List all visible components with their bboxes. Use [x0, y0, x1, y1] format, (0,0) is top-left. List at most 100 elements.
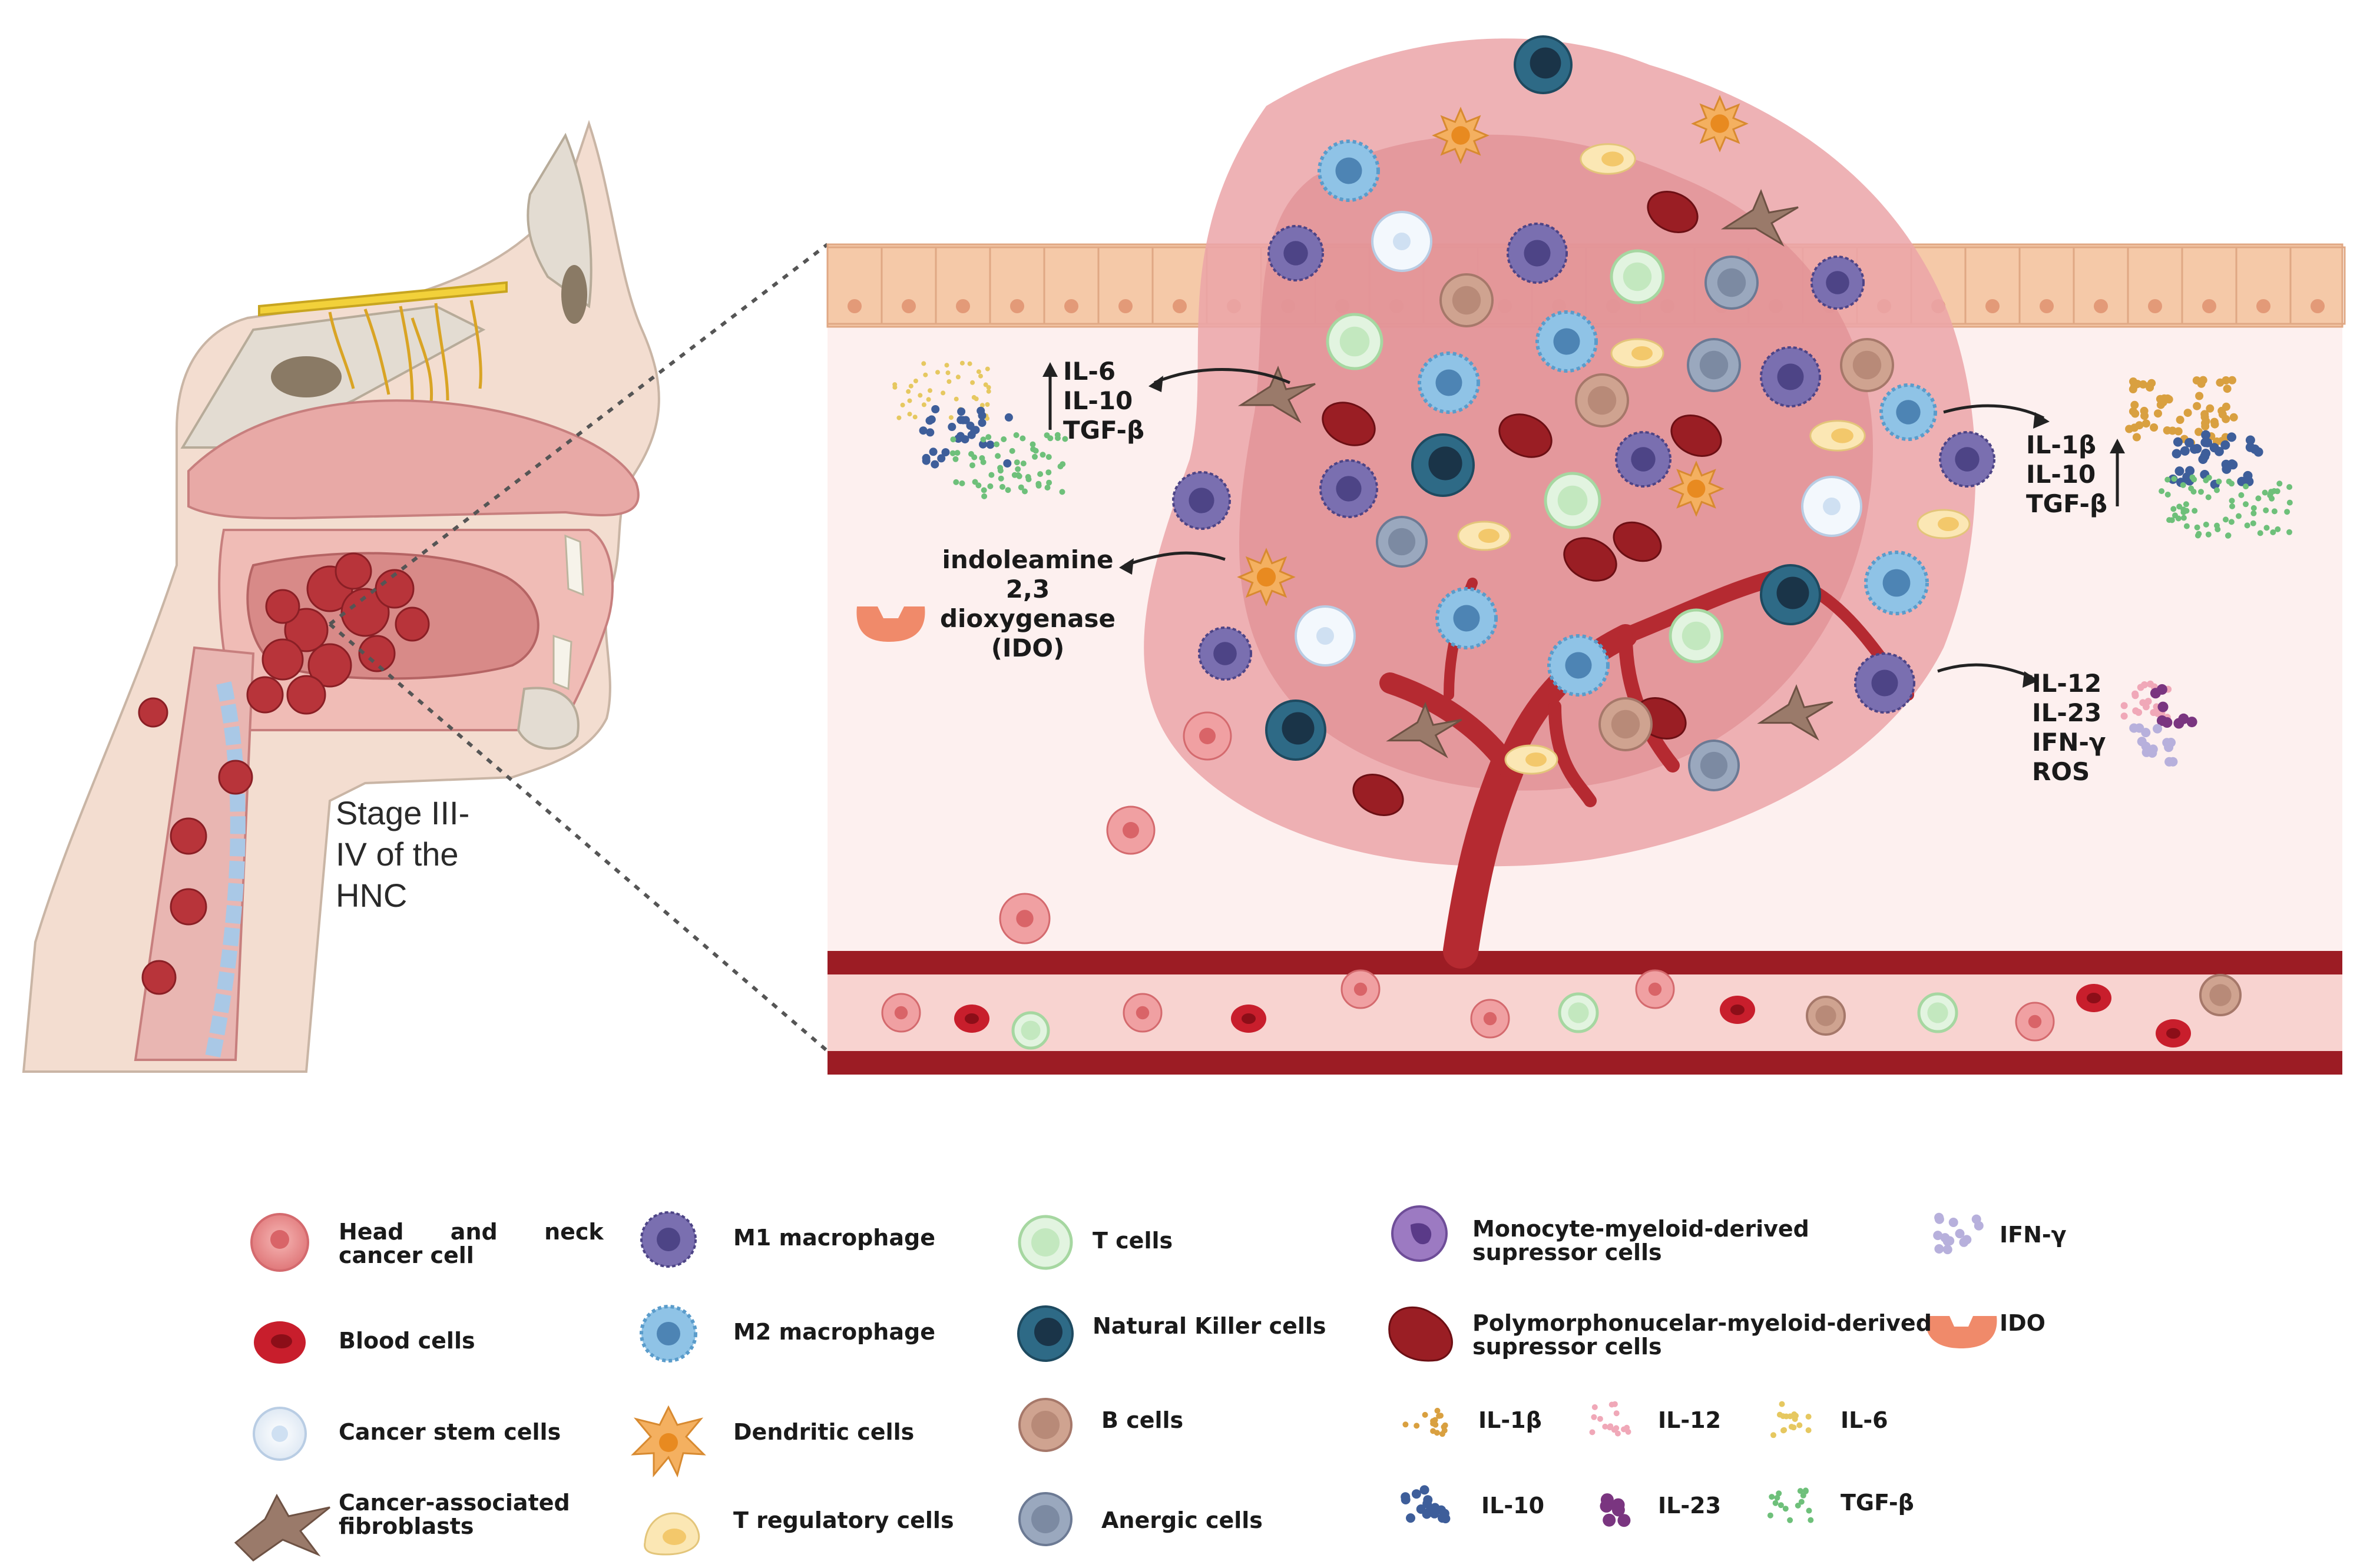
- pmn-cell: [1563, 537, 1617, 582]
- cytokine-dot: [908, 383, 913, 389]
- cytokine-dot: [950, 436, 956, 443]
- nucleus: [894, 1006, 908, 1020]
- rbc-cell: [1720, 996, 1755, 1024]
- nucleus: [1631, 346, 1653, 360]
- cytokine-dot: [2190, 489, 2197, 495]
- m1-cell: [1939, 431, 1995, 488]
- nucleus: [2028, 1015, 2042, 1029]
- nucleus: [1478, 529, 1500, 543]
- cytokine-dot: [2268, 490, 2274, 497]
- cytokine-dot: [946, 379, 952, 384]
- cytokine-dot: [978, 373, 983, 379]
- t-cell: [1544, 472, 1601, 529]
- b-cell: [2199, 974, 2242, 1016]
- cytokine-dot: [2185, 466, 2195, 476]
- b-cell-icon: [1018, 1398, 1073, 1452]
- m1-macrophage-icon: [640, 1211, 697, 1268]
- cytokine-dot: [959, 416, 968, 425]
- nucleus: [1553, 328, 1580, 355]
- b-cell: [1439, 273, 1494, 327]
- cytokine-dot: [1600, 1499, 1613, 1513]
- stage-label-line: HNC: [336, 877, 407, 914]
- cytokine-dot: [2263, 507, 2269, 513]
- cytokine-dot: [2180, 482, 2186, 488]
- cytokine-dot: [1955, 1229, 1965, 1239]
- cytokine-dot: [2176, 503, 2183, 510]
- nucleus: [1699, 350, 1729, 380]
- cancer-cell: [1470, 999, 1510, 1039]
- cytokine-dot: [2286, 529, 2292, 535]
- cytokine-dot: [2139, 380, 2147, 389]
- cytokine-dot: [2205, 494, 2212, 500]
- cytokine-dot: [2141, 681, 2148, 688]
- cytokine-dot: [1419, 1485, 1429, 1495]
- cytokine-dot: [2192, 508, 2198, 514]
- cytokine-dot: [1045, 454, 1052, 460]
- cytokine-dot: [935, 370, 940, 375]
- blood-cell-icon: [254, 1321, 306, 1364]
- cytokine-dot: [1800, 1492, 1806, 1499]
- cytokine-dot: [912, 415, 918, 420]
- cytokine-dot: [1933, 1231, 1943, 1241]
- cytokine-dot: [2227, 432, 2236, 442]
- cytokine-dot: [1020, 435, 1026, 442]
- cytokine-dot: [2166, 738, 2176, 747]
- cytokine-dot: [948, 415, 954, 420]
- legend-item-hnc-cell: Head and neck cancer cell: [339, 1219, 604, 1268]
- cytokine-dot: [1047, 435, 1054, 442]
- cytokine-dot: [1013, 432, 1020, 438]
- sinus-cavity: [561, 265, 587, 324]
- cytokine-dot: [1940, 1233, 1950, 1243]
- cytokine-dot: [1589, 1429, 1596, 1436]
- cytokine-annotation: TGF-β: [2026, 489, 2107, 518]
- legend-label: Blood cells: [339, 1328, 475, 1354]
- t-cell: [1669, 608, 1724, 664]
- m2-cell: [1535, 310, 1598, 373]
- cytokine-dot: [1432, 1421, 1439, 1428]
- legend-label: Head and neck: [339, 1219, 604, 1245]
- epithelial-nucleus: [2094, 299, 2108, 313]
- cytokine-dot: [2245, 435, 2255, 445]
- cytokine-dot: [2229, 498, 2235, 504]
- nucleus: [1256, 567, 1276, 587]
- cytokine-dot: [2238, 492, 2245, 498]
- cytokine-dot: [979, 455, 985, 461]
- cytokine-dot: [952, 456, 959, 462]
- cytokine-dot: [2223, 516, 2229, 523]
- cytokine-dot: [931, 405, 940, 413]
- cytokine-dot: [2184, 437, 2194, 447]
- center: [2166, 1028, 2180, 1039]
- cytokine-dot: [1779, 1401, 1785, 1407]
- nk-cell: [1514, 35, 1573, 94]
- cytokine-dot: [1948, 1218, 1958, 1227]
- nucleus: [1682, 621, 1711, 651]
- cytokine-dot: [907, 398, 912, 403]
- cytokine-dot: [1429, 1509, 1439, 1519]
- m2-cell: [1418, 352, 1480, 414]
- cytokine-dot: [1805, 1414, 1812, 1420]
- blood-vessel-wall: [828, 951, 2342, 974]
- cytokine-dot: [2153, 724, 2162, 734]
- cytokine-dot: [2274, 488, 2280, 495]
- nucleus: [1213, 642, 1237, 665]
- m2-cell: [1879, 383, 1937, 441]
- nucleus: [1199, 728, 1216, 744]
- nucleus: [1524, 240, 1551, 267]
- nucleus: [1777, 363, 1804, 390]
- legend-label: IFN-γ: [2000, 1222, 2067, 1248]
- cytokine-dot: [949, 450, 956, 456]
- cytokine-dot: [969, 462, 975, 469]
- cytokine-dot: [2183, 508, 2190, 514]
- cytokine-dot: [941, 448, 950, 457]
- cytokine-dot: [1434, 1430, 1440, 1436]
- cytokine-dot: [2250, 444, 2260, 454]
- cytokine-dot: [1776, 1490, 1782, 1497]
- m1-cell: [1319, 459, 1378, 518]
- cytokine-dot: [2205, 531, 2212, 538]
- legend-label: Anergic cells: [1101, 1507, 1263, 1533]
- legend-label: Monocyte-myeloid-derived: [1472, 1216, 1809, 1242]
- cytokine-dot: [2228, 519, 2235, 525]
- circulating-cells: [881, 969, 2242, 1050]
- nucleus: [1123, 822, 1139, 838]
- microenvironment-panel: IL-6 IL-10 TGF-β indoleamine 2,3 dioxyge…: [826, 35, 2346, 1075]
